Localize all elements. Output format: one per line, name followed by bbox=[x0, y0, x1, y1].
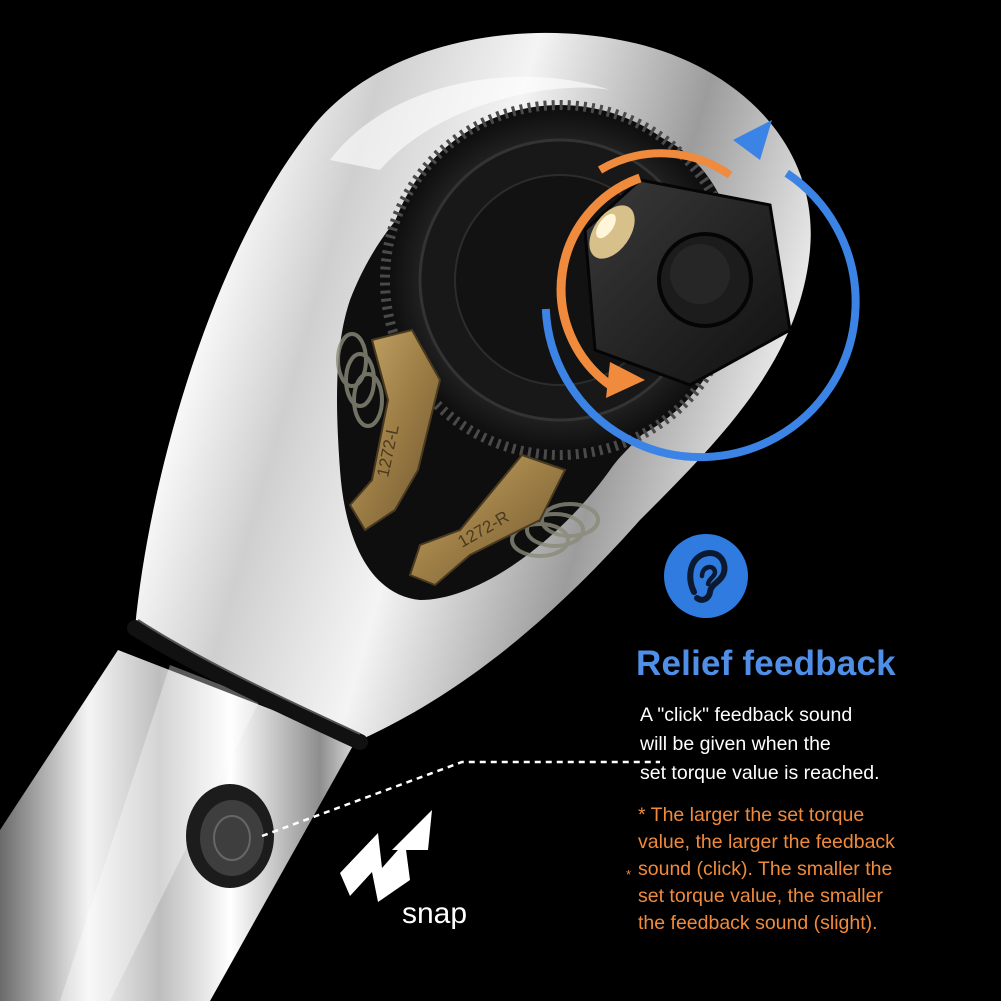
feature-note: * The larger the set torque value, the l… bbox=[638, 802, 895, 937]
release-button bbox=[186, 784, 274, 888]
pawl-left: 1272-L bbox=[348, 328, 442, 532]
description-line: A "click" feedback sound bbox=[640, 704, 853, 726]
rotation-arrow-orange bbox=[556, 149, 733, 398]
note-line: * The larger the set torque bbox=[638, 804, 865, 826]
feature-description: A "click" feedback sound will be given w… bbox=[640, 701, 880, 788]
ear-icon bbox=[687, 550, 728, 603]
snap-label: snap bbox=[402, 897, 468, 930]
note-line: value, the larger the feedback bbox=[638, 831, 895, 853]
description-line: will be given when the bbox=[640, 733, 831, 755]
wrench-handle bbox=[0, 650, 355, 1001]
leader-line bbox=[261, 760, 660, 838]
rotation-arrow-blue bbox=[541, 120, 860, 462]
note-line: the feedback sound (slight). bbox=[638, 912, 878, 934]
note-line: set torque value, the smaller bbox=[638, 885, 883, 907]
spring-right bbox=[510, 502, 600, 558]
note-line: sound (click). The smaller the bbox=[638, 858, 893, 880]
sound-burst-icon bbox=[340, 810, 432, 902]
ear-badge bbox=[664, 534, 748, 618]
spring-left bbox=[336, 332, 384, 428]
drive-square bbox=[583, 178, 792, 387]
description-line: set torque value is reached. bbox=[640, 762, 880, 784]
feature-title: Relief feedback bbox=[636, 644, 896, 683]
o-ring bbox=[127, 619, 368, 750]
note-asterisk: * bbox=[626, 867, 632, 882]
